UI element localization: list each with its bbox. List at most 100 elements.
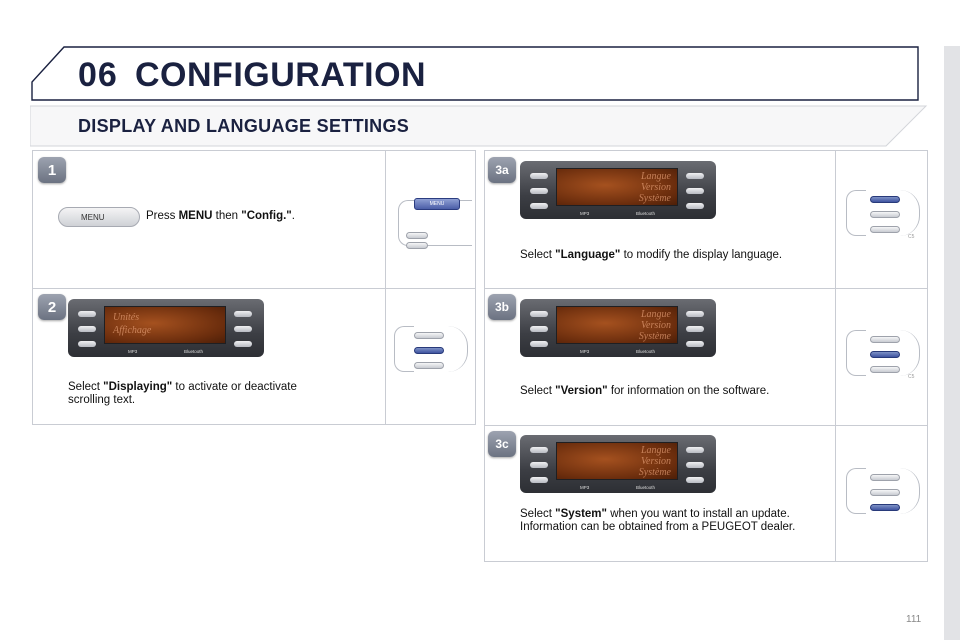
radio-right-button-1 — [234, 311, 252, 317]
radio-amber-display: Unités Affichage — [104, 306, 226, 344]
screen-line-3: Système — [638, 467, 671, 478]
step-1-badge: 1 — [38, 157, 66, 183]
step-3a-text-post: to modify the display language. — [620, 249, 783, 261]
left-panel-row-divider — [33, 288, 475, 289]
keypad-key-bottom — [870, 366, 900, 373]
screen-line-2: Version — [641, 456, 671, 467]
radio-left-button-1 — [530, 311, 548, 317]
keypad-key-top — [870, 474, 900, 481]
radio-right-button-3 — [686, 203, 704, 209]
title-band — [31, 46, 919, 101]
keypad-tag: C5 — [908, 234, 915, 240]
step-3a-bold: "Language" — [555, 249, 621, 261]
radio-right-button-1 — [686, 173, 704, 179]
keypad-key-middle — [870, 489, 900, 496]
step-2-text-post: to activate or deactivate scrolling text… — [68, 381, 297, 406]
step-3b-instruction: Select "Version" for information on the … — [520, 385, 840, 398]
radio-right-button-2 — [686, 462, 704, 468]
keypad-step-3a: C5 — [844, 188, 924, 244]
step-3b-text-pre: Select — [520, 385, 556, 397]
radio-left-button-2 — [78, 326, 96, 332]
step-1-instruction: Press MENU then "Config.". — [146, 210, 366, 223]
radio-right-button-2 — [686, 326, 704, 332]
keypad-step-3c — [844, 466, 924, 522]
keypad-arc — [894, 468, 920, 514]
step-3c-bold: "System" — [555, 508, 607, 520]
left-steps-panel — [32, 150, 476, 425]
keypad-key-top — [414, 332, 444, 339]
step-3a-text-pre: Select — [520, 249, 556, 261]
step-2-bold: "Displaying" — [103, 381, 173, 393]
keypad-arc — [894, 190, 920, 236]
page-edge-strip — [944, 46, 960, 640]
keypad-key-top — [870, 336, 900, 343]
radio-amber-display: Langue Version Système — [556, 306, 678, 344]
step-3b-text-post: for information on the software. — [607, 385, 770, 397]
radio-right-button-1 — [686, 311, 704, 317]
screen-line-3: Système — [638, 331, 671, 342]
radio-amber-display: Langue Version Système — [556, 168, 678, 206]
dashboard-menu-illustration: MENU — [392, 194, 472, 254]
screen-line-1: Langue — [641, 171, 671, 182]
panel-menu-key: MENU — [414, 198, 460, 210]
step-2-instruction: Select "Displaying" to activate or deact… — [68, 381, 338, 407]
radio-display-step-3b: Langue Version Système MP3 Bluetooth — [520, 299, 716, 357]
radio-display-step-3a: Langue Version Système MP3 Bluetooth — [520, 161, 716, 219]
step-3c-instruction: Select "System" when you want to install… — [520, 508, 830, 534]
right-panel-row-divider-2 — [485, 425, 927, 426]
chapter-number: 06 — [78, 56, 118, 94]
radio-left-button-3 — [78, 341, 96, 347]
keypad-frame — [846, 468, 866, 514]
radio-right-button-3 — [686, 477, 704, 483]
panel-key-1 — [406, 232, 428, 239]
chapter-title: CONFIGURATION — [135, 56, 427, 94]
step-2-text-pre: Select — [68, 381, 104, 393]
step-1-bold-config: "Config." — [241, 210, 292, 222]
right-panel-row-divider-1 — [485, 288, 927, 289]
step-3b-badge: 3b — [488, 294, 516, 320]
radio-right-button-2 — [686, 188, 704, 194]
radio-left-button-1 — [78, 311, 96, 317]
step-3c-text-pre: Select — [520, 508, 556, 520]
radio-footer-right: Bluetooth — [184, 349, 204, 354]
section-title: DISPLAY AND LANGUAGE SETTINGS — [78, 116, 410, 136]
menu-key-icon: MENU — [58, 207, 140, 227]
radio-left-button-3 — [530, 477, 548, 483]
keypad-key-middle-active — [870, 351, 900, 358]
radio-footer-right: Bluetooth — [636, 485, 656, 490]
radio-left-button-1 — [530, 447, 548, 453]
step-3c-text-post: when you want to install an update. Info… — [520, 508, 796, 533]
step-1-text-mid: then — [212, 210, 242, 222]
radio-right-button-1 — [686, 447, 704, 453]
step-3a-instruction: Select "Language" to modify the display … — [520, 249, 840, 262]
screen-line-2: Version — [641, 320, 671, 331]
keypad-arc — [894, 330, 920, 376]
keypad-step-3b: C5 — [844, 328, 924, 384]
radio-right-button-2 — [234, 326, 252, 332]
keypad-frame — [846, 330, 866, 376]
radio-footer-left: MP3 — [580, 485, 590, 490]
radio-left-button-3 — [530, 203, 548, 209]
section-band — [30, 105, 928, 147]
radio-display-step-3c: Langue Version Système MP3 Bluetooth — [520, 435, 716, 493]
keypad-step-2 — [392, 324, 472, 380]
step-2-badge: 2 — [38, 294, 66, 320]
radio-footer-right: Bluetooth — [636, 211, 656, 216]
keypad-key-bottom-active — [870, 504, 900, 511]
keypad-arc — [442, 326, 468, 372]
step-3b-bold: "Version" — [555, 385, 608, 397]
radio-left-button-2 — [530, 326, 548, 332]
keypad-frame — [394, 326, 414, 372]
radio-left-button-3 — [530, 341, 548, 347]
keypad-key-middle-active — [414, 347, 444, 354]
panel-key-2 — [406, 242, 428, 249]
screen-line-1: Unités — [113, 312, 140, 323]
screen-line-2: Version — [641, 182, 671, 193]
step-1-text-post: . — [291, 210, 295, 222]
left-panel-divider — [385, 151, 386, 424]
screen-line-1: Langue — [641, 445, 671, 456]
screen-line-1: Langue — [641, 309, 671, 320]
keypad-key-bottom — [414, 362, 444, 369]
screen-line-3: Système — [638, 193, 671, 204]
keypad-key-top-active — [870, 196, 900, 203]
